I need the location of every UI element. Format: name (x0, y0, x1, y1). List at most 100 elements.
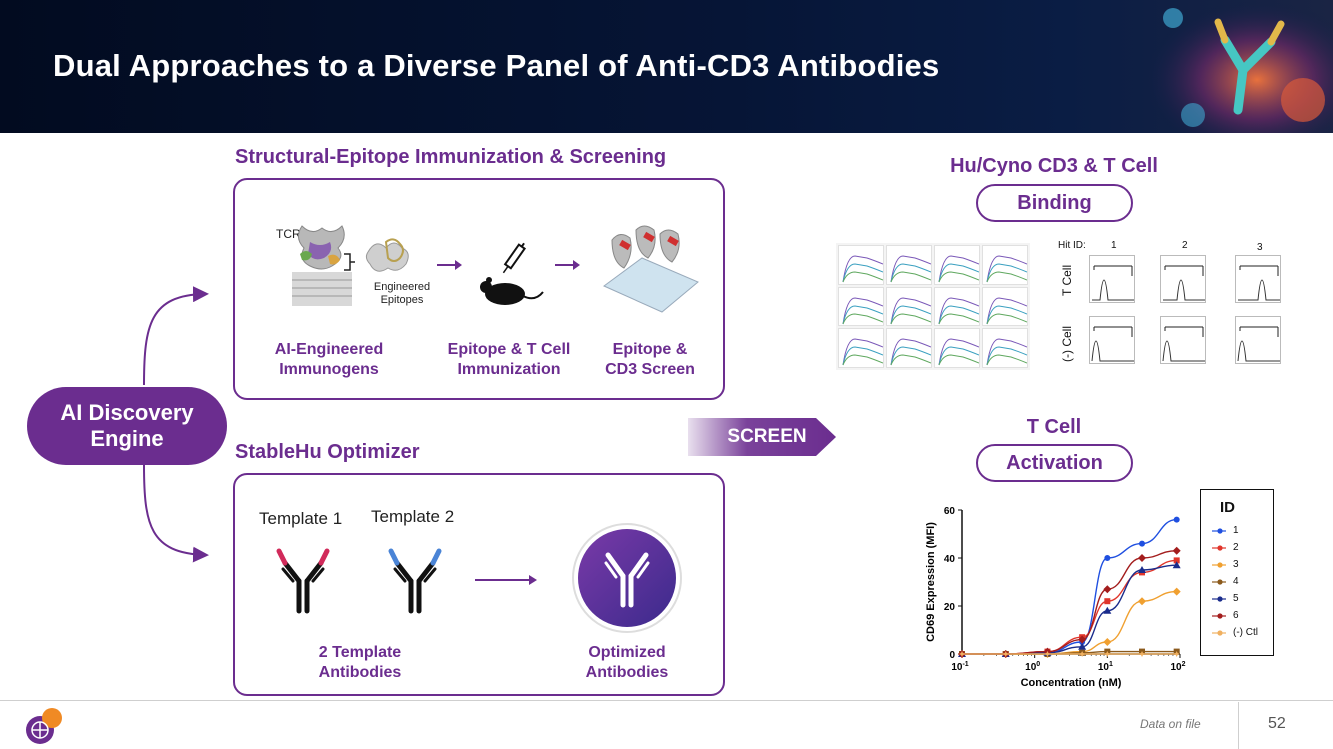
sensorgram-trace (986, 305, 1027, 324)
flow-histogram-panel (1235, 316, 1281, 364)
hit-id-1: 1 (1111, 240, 1117, 251)
y-tick-label: 40 (944, 554, 956, 565)
sensorgram-trace (986, 313, 1027, 324)
sensorgram-thumb (838, 245, 884, 285)
flow-gate-line (1093, 265, 1133, 276)
optimized-antibody-icon (572, 523, 682, 633)
flow-histogram-plot (1237, 326, 1280, 362)
data-point (1172, 587, 1181, 596)
sensorgram-trace (890, 297, 931, 324)
legend-marker-dot (1217, 613, 1223, 619)
step3-line1: Epitope & (612, 341, 688, 358)
sensorgram-trace (890, 305, 931, 324)
optimized-antibodies-label: Optimized Antibodies (560, 643, 694, 683)
step1-line1: AI-Engineered (274, 341, 384, 358)
sensorgram-trace (842, 313, 883, 324)
tcr-label: TCR (276, 227, 301, 241)
data-point (1103, 606, 1112, 614)
sensorgram-plot (890, 255, 931, 283)
sensorgram-thumb (934, 286, 980, 327)
optimized-antibodies-line2: Antibodies (585, 664, 669, 681)
data-point (1138, 597, 1147, 606)
ai-discovery-engine-badge: AI Discovery Engine (27, 387, 227, 465)
stablehu-section-title: StableHu Optimizer (235, 441, 420, 463)
flow-gate-line (1239, 265, 1279, 276)
legend-title: ID (1220, 499, 1235, 516)
data-point (1139, 651, 1146, 657)
data-point (1044, 651, 1051, 657)
page-title: Dual Approaches to a Diverse Panel of An… (53, 48, 940, 83)
flow-histogram-peak (1163, 279, 1205, 301)
sensorgram-plot (842, 255, 883, 283)
sensorgram-trace (842, 263, 883, 283)
sensorgram-trace (986, 263, 1027, 283)
x-tick-label: 102 (1170, 661, 1185, 673)
sensorgram-trace (890, 354, 931, 366)
data-point (1104, 651, 1111, 657)
data-on-file-note: Data on file (1140, 717, 1201, 731)
activation-pill: Activation (976, 444, 1133, 482)
legend-marker-dot (1217, 562, 1223, 568)
bracket-icon (344, 253, 355, 271)
legend-marker-dot (1217, 630, 1223, 636)
sensorgram-plot (890, 297, 931, 324)
sensorgram-trace (938, 338, 979, 366)
binding-pill: Binding (976, 184, 1133, 222)
flow-histogram-panel (1089, 316, 1135, 364)
data-point (1139, 540, 1146, 547)
antibody-artwork-icon (1143, 0, 1333, 133)
legend-marker (1212, 562, 1226, 568)
sensorgram-plot (842, 297, 883, 324)
sensorgram-trace (938, 263, 979, 283)
data-point (1103, 585, 1112, 594)
x-tick-label: 10-1 (951, 661, 968, 673)
engineered-line2: Epitopes (380, 294, 424, 306)
sensorgram-trace (890, 255, 931, 283)
step1-label: AI-Engineered Immunogens (252, 340, 406, 380)
arrow-right-icon (437, 260, 462, 270)
sensorgram-trace (986, 297, 1027, 324)
sensorgram-trace (842, 271, 883, 283)
page-number: 52 (1268, 715, 1286, 732)
sensorgram-trace (986, 338, 1027, 366)
flow-gate-line (1164, 326, 1204, 337)
row-label-neg-cell: (-) Cell (1060, 326, 1074, 362)
ai-engine-line2: Engine (90, 426, 164, 451)
data-point (959, 651, 965, 657)
series-line-1 (961, 518, 1177, 655)
screen-arrow-icon (688, 418, 836, 456)
epitope-structure-icon (365, 238, 409, 272)
step2-line1: Epitope & T Cell (447, 341, 571, 358)
flow-gate-line (1093, 326, 1133, 337)
data-point (1172, 546, 1181, 555)
mouse-syringe-icon (480, 242, 544, 305)
legend-item-label: 1 (1233, 525, 1239, 536)
flow-histogram-plot (1091, 326, 1134, 362)
sensorgram-plot (986, 338, 1027, 366)
step1-line2: Immunogens (279, 361, 379, 378)
sensorgram-thumb (934, 328, 980, 368)
legend-marker-dot (1217, 528, 1223, 534)
legend-marker (1212, 613, 1226, 619)
flow-histogram-panel (1235, 255, 1281, 303)
sensorgram-trace (986, 346, 1027, 366)
data-point (1078, 635, 1087, 644)
sensorgram-trace (938, 305, 979, 324)
template-antibodies-line2: Antibodies (318, 664, 402, 681)
sensorgram-thumb (886, 286, 932, 327)
sensorgram-trace (938, 346, 979, 366)
sensorgram-trace (842, 354, 883, 366)
header-banner: Dual Approaches to a Diverse Panel of An… (0, 0, 1333, 133)
sensorgram-trace (938, 297, 979, 324)
sensorgram-trace (938, 271, 979, 283)
legend-marker (1212, 630, 1226, 636)
sensorgram-plot (842, 338, 883, 366)
flow-histogram-panel (1160, 255, 1206, 303)
sensorgram-trace (986, 271, 1027, 283)
hit-id-2: 2 (1182, 240, 1188, 251)
arrow-right-icon-3 (475, 575, 537, 585)
sensorgram-thumb (982, 286, 1028, 327)
flow-histogram-panel (1160, 316, 1206, 364)
template-antibodies-line1: 2 Template (318, 644, 402, 661)
